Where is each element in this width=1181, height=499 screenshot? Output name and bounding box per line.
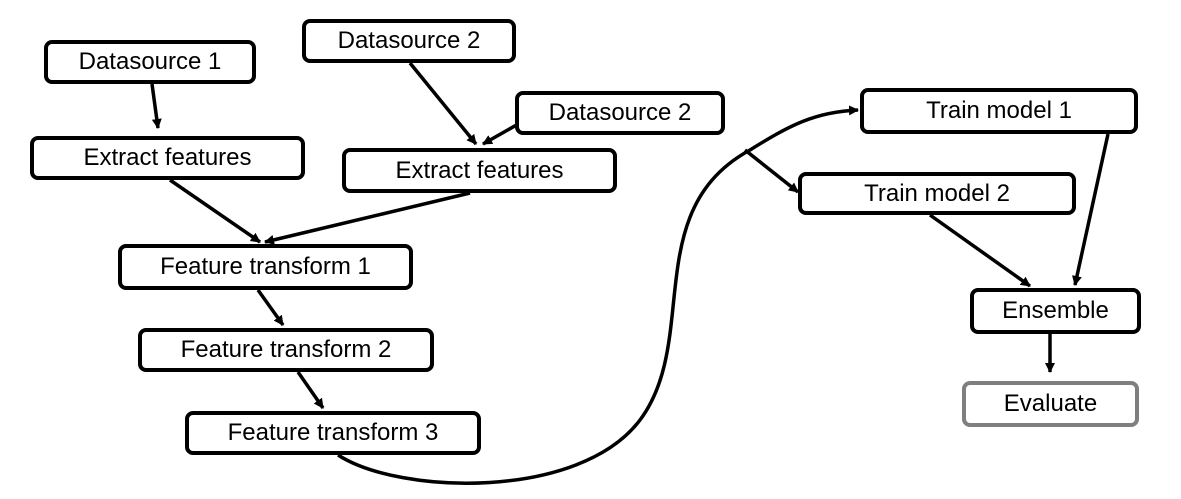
edge-ft2-to-ft3 — [296, 371, 325, 409]
feature-transform-2-node: Feature transform 2 — [138, 328, 434, 372]
extract-features-right-node: Extract features — [342, 148, 617, 193]
edge-datasource2right-to-extract-right — [482, 121, 521, 146]
feature-transform-3-node: Feature transform 3 — [185, 411, 481, 455]
extract-features-left-node: Extract features — [30, 136, 305, 180]
datasource-2-right-node: Datasource 2 — [515, 91, 725, 135]
ensemble-node: Ensemble — [970, 288, 1141, 334]
edge-datasource2top-to-extract-right — [408, 61, 478, 146]
edge-datasource1-to-extract-left — [150, 83, 162, 129]
edge-ft3-to-train-model-1 — [337, 105, 859, 485]
edge-extract-right-to-ft1 — [264, 191, 471, 245]
feature-transform-1-node: Feature transform 1 — [118, 244, 413, 290]
edge-extract-left-to-ft1 — [169, 178, 261, 244]
edge-train-model-1-to-ensemble — [1072, 133, 1110, 286]
edge-ft1-to-ft2 — [256, 288, 285, 327]
train-model-2-node: Train model 2 — [798, 172, 1076, 215]
train-model-1-node: Train model 1 — [860, 88, 1138, 134]
edge-train-model-2-to-ensemble — [928, 213, 1032, 288]
edge-curve-to-train-model-2 — [743, 148, 800, 194]
evaluate-node: Evaluate — [962, 381, 1139, 427]
datasource-1-node: Datasource 1 — [44, 40, 256, 84]
datasource-2-top-node: Datasource 2 — [302, 19, 516, 63]
